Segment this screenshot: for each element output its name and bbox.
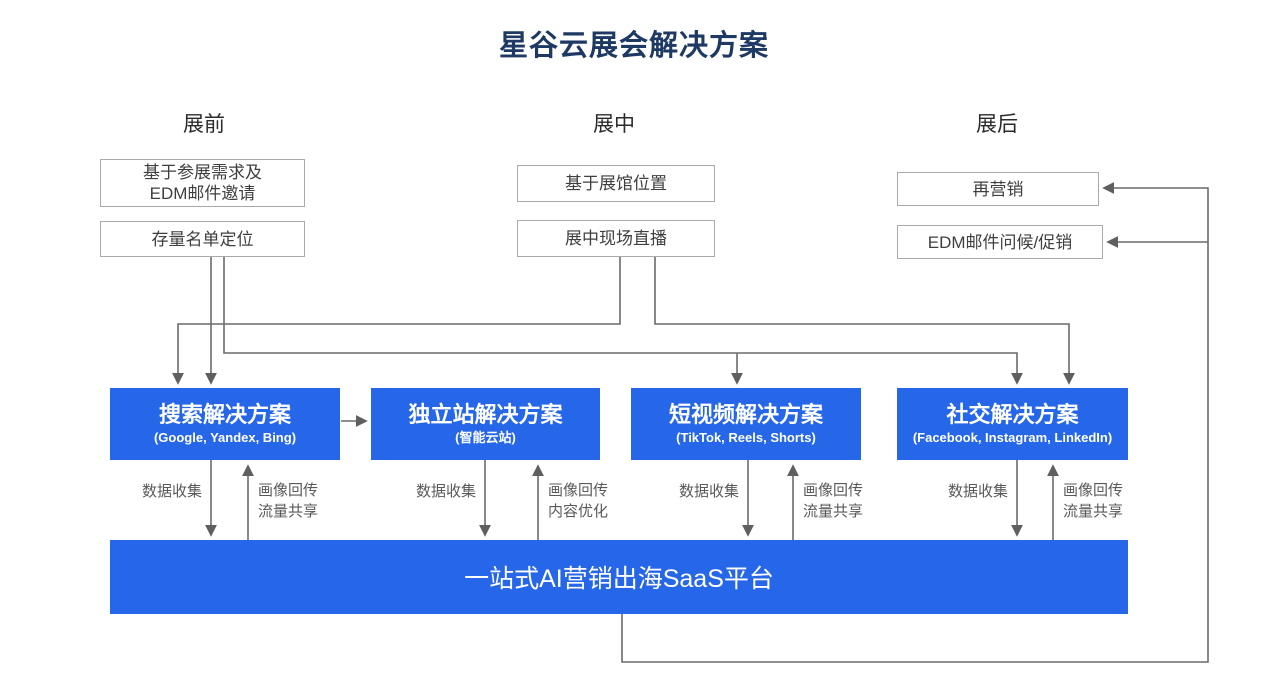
solution-subtitle: (Google, Yandex, Bing): [153, 430, 297, 445]
solution-title: 独立站解决方案: [408, 402, 563, 427]
feedback-label-search: 画像回传 流量共享: [258, 482, 319, 520]
stage-header-post-show: 展后: [976, 113, 1018, 136]
page-title: 星谷云展会解决方案: [498, 30, 769, 62]
data-collection-label-social: 数据收集: [947, 483, 1008, 500]
feedback-label-video: 画像回传 流量共享: [803, 482, 864, 520]
feedback-label-social: 画像回传 流量共享: [1063, 482, 1124, 520]
data-collection-label-website: 数据收集: [415, 483, 476, 500]
flow-box-existing-list: 存量名单定位: [100, 221, 305, 257]
flow-box-venue-location: 基于展馆位置: [517, 165, 715, 202]
feedback-label-website: 画像回传 内容优化: [548, 482, 609, 520]
solution-title: 搜索解决方案: [158, 402, 291, 427]
data-collection-label-search: 数据收集: [141, 483, 202, 500]
stage-header-during-show: 展中: [593, 113, 635, 136]
solution-box-website: 独立站解决方案 (智能云站): [371, 388, 600, 460]
solution-box-search: 搜索解决方案 (Google, Yandex, Bing): [110, 388, 340, 460]
data-collection-label-video: 数据收集: [678, 483, 739, 500]
solution-subtitle: (智能云站): [455, 430, 516, 445]
stage-header-pre-show: 展前: [183, 113, 225, 136]
flow-box-edm-invite: 基于参展需求及 EDM邮件邀请: [100, 159, 305, 207]
